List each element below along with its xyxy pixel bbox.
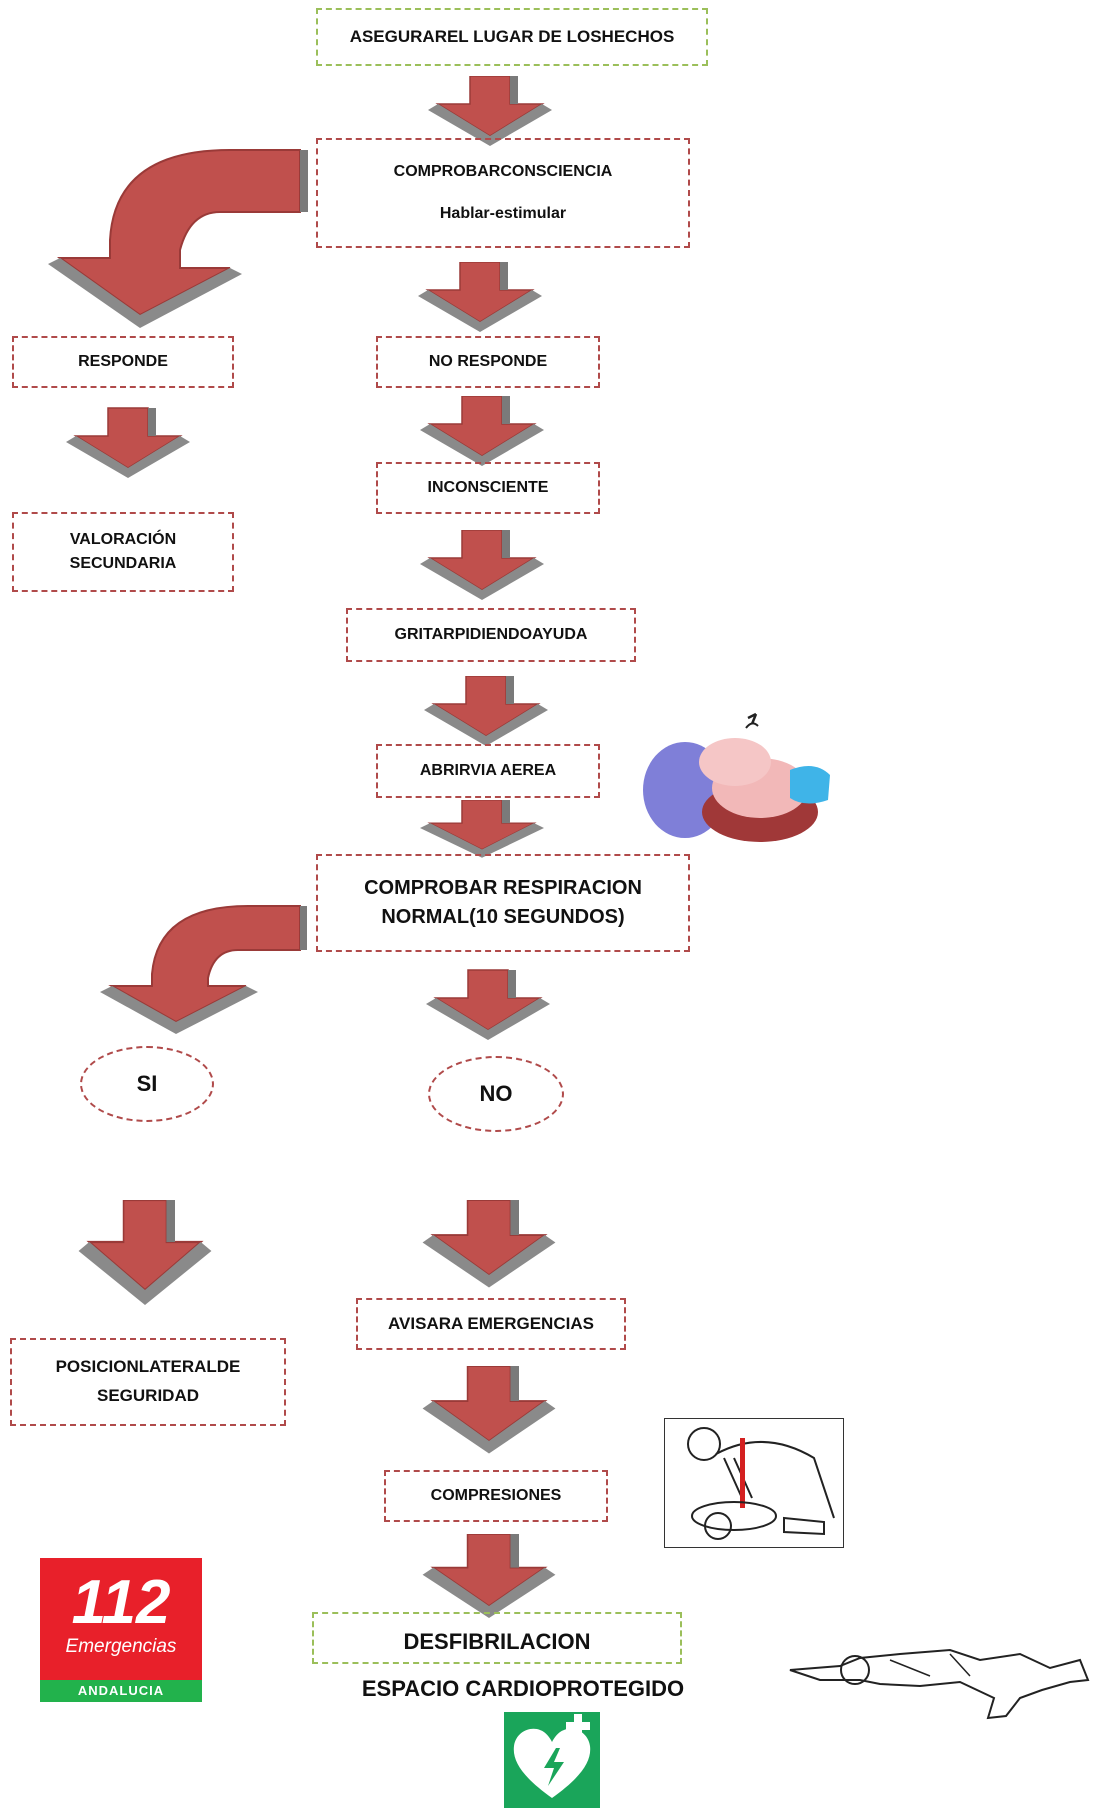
- step-abrir-label: ABRIRVIA AEREA: [419, 761, 557, 779]
- aed-heart-icon: [504, 1712, 600, 1808]
- emergency-112-logo: 112 Emergencias ANDALUCIA: [40, 1558, 202, 1702]
- step-comprobar-respiracion-line1: COMPROBAR RESPIRACION: [364, 877, 642, 899]
- option-no-label: NO: [479, 1081, 513, 1106]
- arrow-down-icon: [77, 1200, 213, 1307]
- arrow-down-icon: [419, 530, 545, 601]
- step-responde-label: RESPONDE: [78, 352, 168, 370]
- logo-number: 112: [71, 1568, 171, 1637]
- step-compresiones-label: COMPRESIONES: [430, 1486, 562, 1504]
- step-posicion-lateral-line2: SEGURIDAD: [96, 1386, 199, 1405]
- step-inconsciente-label: INCONSCIENTE: [427, 478, 549, 496]
- step-no-responde-label: NO RESPONDE: [428, 352, 548, 370]
- step-hablar-label: Hablar-estimular: [439, 205, 567, 222]
- step-comprobar-consciencia-label: COMPROBARCONSCIENCIA: [393, 162, 613, 180]
- espacio-cardioprotegido: ESPACIO CARDIOPROTEGIDO: [361, 1676, 685, 1701]
- step-valoracion-line2: SECUNDARIA: [69, 555, 177, 572]
- option-si: SI: [80, 1046, 214, 1122]
- step-posicion-lateral-line1: POSICIONLATERALDE: [55, 1357, 241, 1377]
- step-posicion-lateral: POSICIONLATERALDE SEGURIDAD: [10, 1338, 286, 1426]
- step-comprobar-respiracion: COMPROBAR RESPIRACION NORMAL(10 SEGUNDOS…: [316, 854, 690, 952]
- step-responde: RESPONDE: [12, 336, 234, 388]
- step-comprobar-consciencia: COMPROBARCONSCIENCIA Hablar-estimular: [316, 138, 690, 248]
- step-gritar: GRITARPIDIENDOAYUDA: [346, 608, 636, 662]
- step-asegurar-label: ASEGURAREL LUGAR DE LOSHECHOS: [349, 27, 675, 47]
- logo-word: Emergencias: [65, 1636, 177, 1657]
- arrow-down-icon: [65, 407, 191, 479]
- airway-illustration: [640, 700, 850, 850]
- curved-arrow-icon: [48, 149, 308, 328]
- step-desfibrilacion: DESFIBRILACION: [312, 1612, 682, 1664]
- arrow-down-icon: [417, 262, 543, 333]
- step-avisar-label: AVISARA EMERGENCIAS: [388, 1314, 594, 1334]
- arrow-down-icon: [421, 1200, 557, 1289]
- step-gritar-label: GRITARPIDIENDOAYUDA: [394, 625, 588, 643]
- option-no: NO: [428, 1056, 564, 1132]
- step-comprobar-respiracion-line2: NORMAL(10 SEGUNDOS): [381, 906, 625, 928]
- logo-region: ANDALUCIA: [40, 1680, 202, 1702]
- step-valoracion-line1: VALORACIÓN: [69, 531, 177, 548]
- step-compresiones: COMPRESIONES: [384, 1470, 608, 1522]
- step-no-responde: NO RESPONDE: [376, 336, 600, 388]
- arrow-down-icon: [421, 1366, 557, 1455]
- recovery-position-illustration: [789, 1648, 1090, 1720]
- curved-arrow-icon: [100, 905, 307, 1034]
- option-si-label: SI: [136, 1071, 158, 1096]
- step-desfibrilacion-label: DESFIBRILACION: [403, 1629, 591, 1655]
- arrow-down-icon: [425, 969, 551, 1041]
- step-asegurar: ASEGURAREL LUGAR DE LOSHECHOS: [316, 8, 708, 66]
- cpr-illustration: [664, 1418, 844, 1548]
- step-inconsciente: INCONSCIENTE: [376, 462, 600, 514]
- step-valoracion: VALORACIÓN SECUNDARIA: [12, 512, 234, 592]
- step-abrir: ABRIRVIA AEREA: [376, 744, 600, 798]
- step-avisar: AVISARA EMERGENCIAS: [356, 1298, 626, 1350]
